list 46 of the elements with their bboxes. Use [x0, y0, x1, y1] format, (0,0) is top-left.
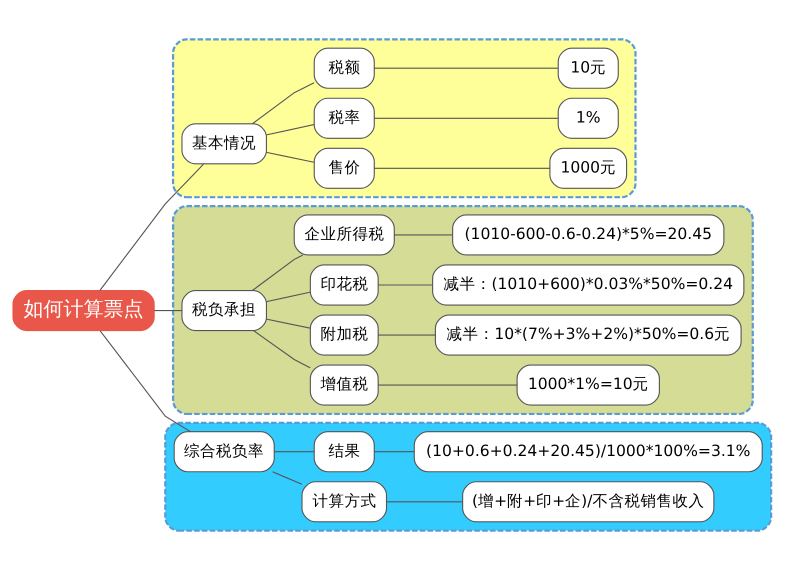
connector	[378, 334, 436, 336]
connector	[252, 254, 303, 291]
cluster	[172, 204, 754, 416]
connector	[394, 234, 452, 236]
connector	[252, 82, 314, 124]
cluster	[172, 38, 637, 198]
node-box: 印花税	[310, 264, 379, 306]
node-box: 如何计算票点	[12, 290, 155, 332]
connector	[274, 451, 314, 452]
node-box: 税额	[314, 48, 375, 89]
node-box: 结果	[314, 431, 375, 472]
connector	[266, 124, 314, 136]
connector	[272, 471, 302, 485]
node-box: (增+附+印+企)/不含税销售收入	[462, 481, 714, 522]
connector	[99, 164, 204, 291]
node-box: 1%	[558, 98, 619, 139]
connector	[374, 68, 558, 69]
connector	[154, 310, 182, 312]
connector	[378, 384, 517, 386]
connector	[253, 330, 310, 368]
node-box: 税负承担	[181, 290, 267, 332]
node-box: 1000*1%=10元	[516, 364, 660, 406]
connector	[266, 292, 310, 302]
node-box: 减半：(1010+600)*0.03%*50%=0.24	[432, 264, 744, 306]
node-box: 基本情况	[181, 123, 267, 164]
node-box: 计算方式	[301, 481, 388, 522]
node-box: 减半：10*(7%+3%+2%)*50%=0.6元	[434, 314, 742, 356]
node-box: 售价	[314, 148, 375, 189]
connector	[374, 118, 558, 119]
node-box: 综合税负率	[174, 431, 275, 472]
connector	[386, 501, 462, 502]
connector	[100, 330, 191, 432]
connector	[374, 168, 550, 169]
connector	[374, 451, 414, 452]
node-box: 10元	[558, 48, 619, 89]
node-box: 附加税	[310, 314, 379, 356]
node-box: (10+0.6+0.24+20.45)/1000*100%=3.1%	[414, 431, 763, 472]
node-box: 税率	[314, 98, 375, 139]
cluster	[164, 422, 772, 532]
node-box: 1000元	[549, 148, 628, 189]
connector	[378, 284, 432, 286]
node-box: 企业所得税	[294, 214, 395, 256]
connector	[266, 318, 310, 329]
node-box: (1010-600-0.6-0.24)*5%=20.45	[452, 214, 724, 256]
connector	[266, 152, 314, 163]
node-box: 增值税	[310, 364, 379, 406]
